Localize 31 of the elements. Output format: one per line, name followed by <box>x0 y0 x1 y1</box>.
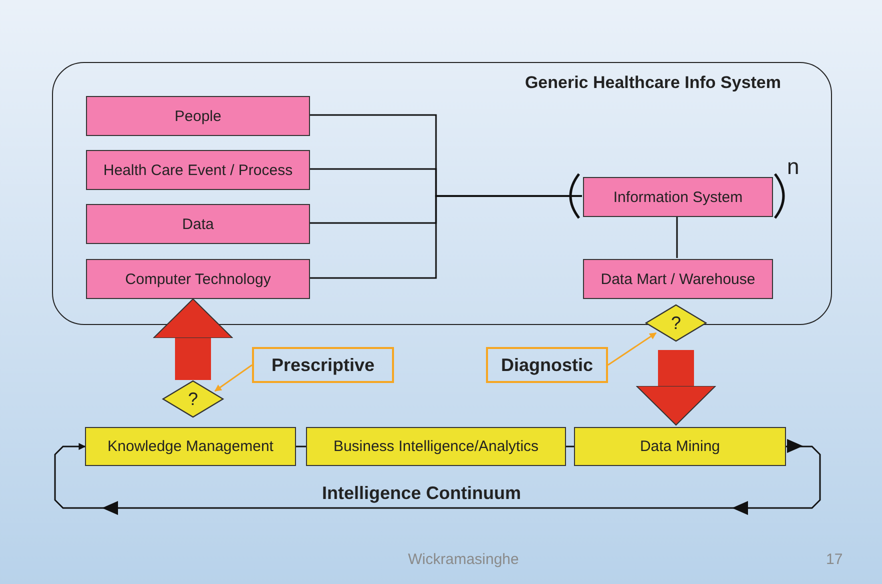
node-label: Knowledge Management <box>108 438 274 455</box>
component-box <box>583 259 773 299</box>
callout-box <box>486 347 608 383</box>
decision-diamond <box>162 380 224 418</box>
node-label: Data Mining <box>640 438 720 455</box>
callout-box <box>252 347 394 383</box>
page-number: 17 <box>826 551 843 568</box>
component-box <box>86 204 310 244</box>
loop-label: Intelligence Continuum <box>322 483 522 504</box>
stage-box <box>306 427 566 466</box>
stage-box <box>574 427 786 466</box>
footer-text: Wickramasinghe <box>408 551 519 568</box>
node-label: ? <box>188 388 198 410</box>
component-box <box>583 177 773 217</box>
node-label: ? <box>670 312 681 334</box>
component-box <box>86 259 310 299</box>
boundary-title: Generic Healthcare Info System <box>524 73 781 93</box>
node-label: Data <box>182 216 214 232</box>
node-label: People <box>174 108 222 124</box>
decision-diamond <box>645 304 707 342</box>
node-label: Data Mart / Warehouse <box>600 270 756 288</box>
node-label: Computer Technology <box>125 270 271 288</box>
node-label: Business Intelligence/Analytics <box>333 438 539 455</box>
component-box <box>86 150 310 190</box>
stage-box <box>85 427 296 466</box>
exponent-label: n <box>787 154 800 180</box>
component-box <box>86 96 310 136</box>
node-label: Diagnostic <box>500 354 593 376</box>
node-label: Health Care Event / Process <box>103 162 293 178</box>
node-label: Prescriptive <box>271 354 375 376</box>
node-label: Information System <box>613 188 743 206</box>
